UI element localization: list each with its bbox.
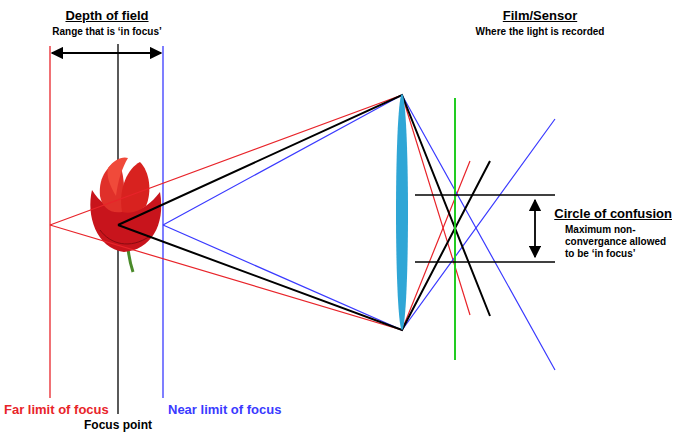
confusion-bound bbox=[415, 261, 555, 262]
heading: Circle of confusion bbox=[554, 206, 672, 222]
note: Where the light is recorded bbox=[476, 26, 605, 38]
lens bbox=[396, 94, 408, 330]
near-limit-line bbox=[162, 46, 163, 398]
far-limit-line bbox=[49, 46, 50, 398]
limit-label: Far limit of focus bbox=[4, 402, 109, 418]
limit-label: Near limit of focus bbox=[168, 402, 281, 418]
confusion-arrow bbox=[534, 200, 536, 257]
heading: Film/Sensor bbox=[503, 8, 577, 24]
note: Maximum non-convergance allowed to be ‘i… bbox=[565, 224, 671, 260]
sensor-line bbox=[454, 98, 456, 360]
note: Range that is ‘in focus’ bbox=[52, 26, 161, 38]
heading: Depth of field bbox=[65, 8, 148, 24]
confusion-bound bbox=[415, 194, 555, 195]
limit-label: Focus point bbox=[84, 418, 152, 432]
light-rays bbox=[50, 95, 555, 370]
depth-arrow bbox=[52, 52, 161, 54]
